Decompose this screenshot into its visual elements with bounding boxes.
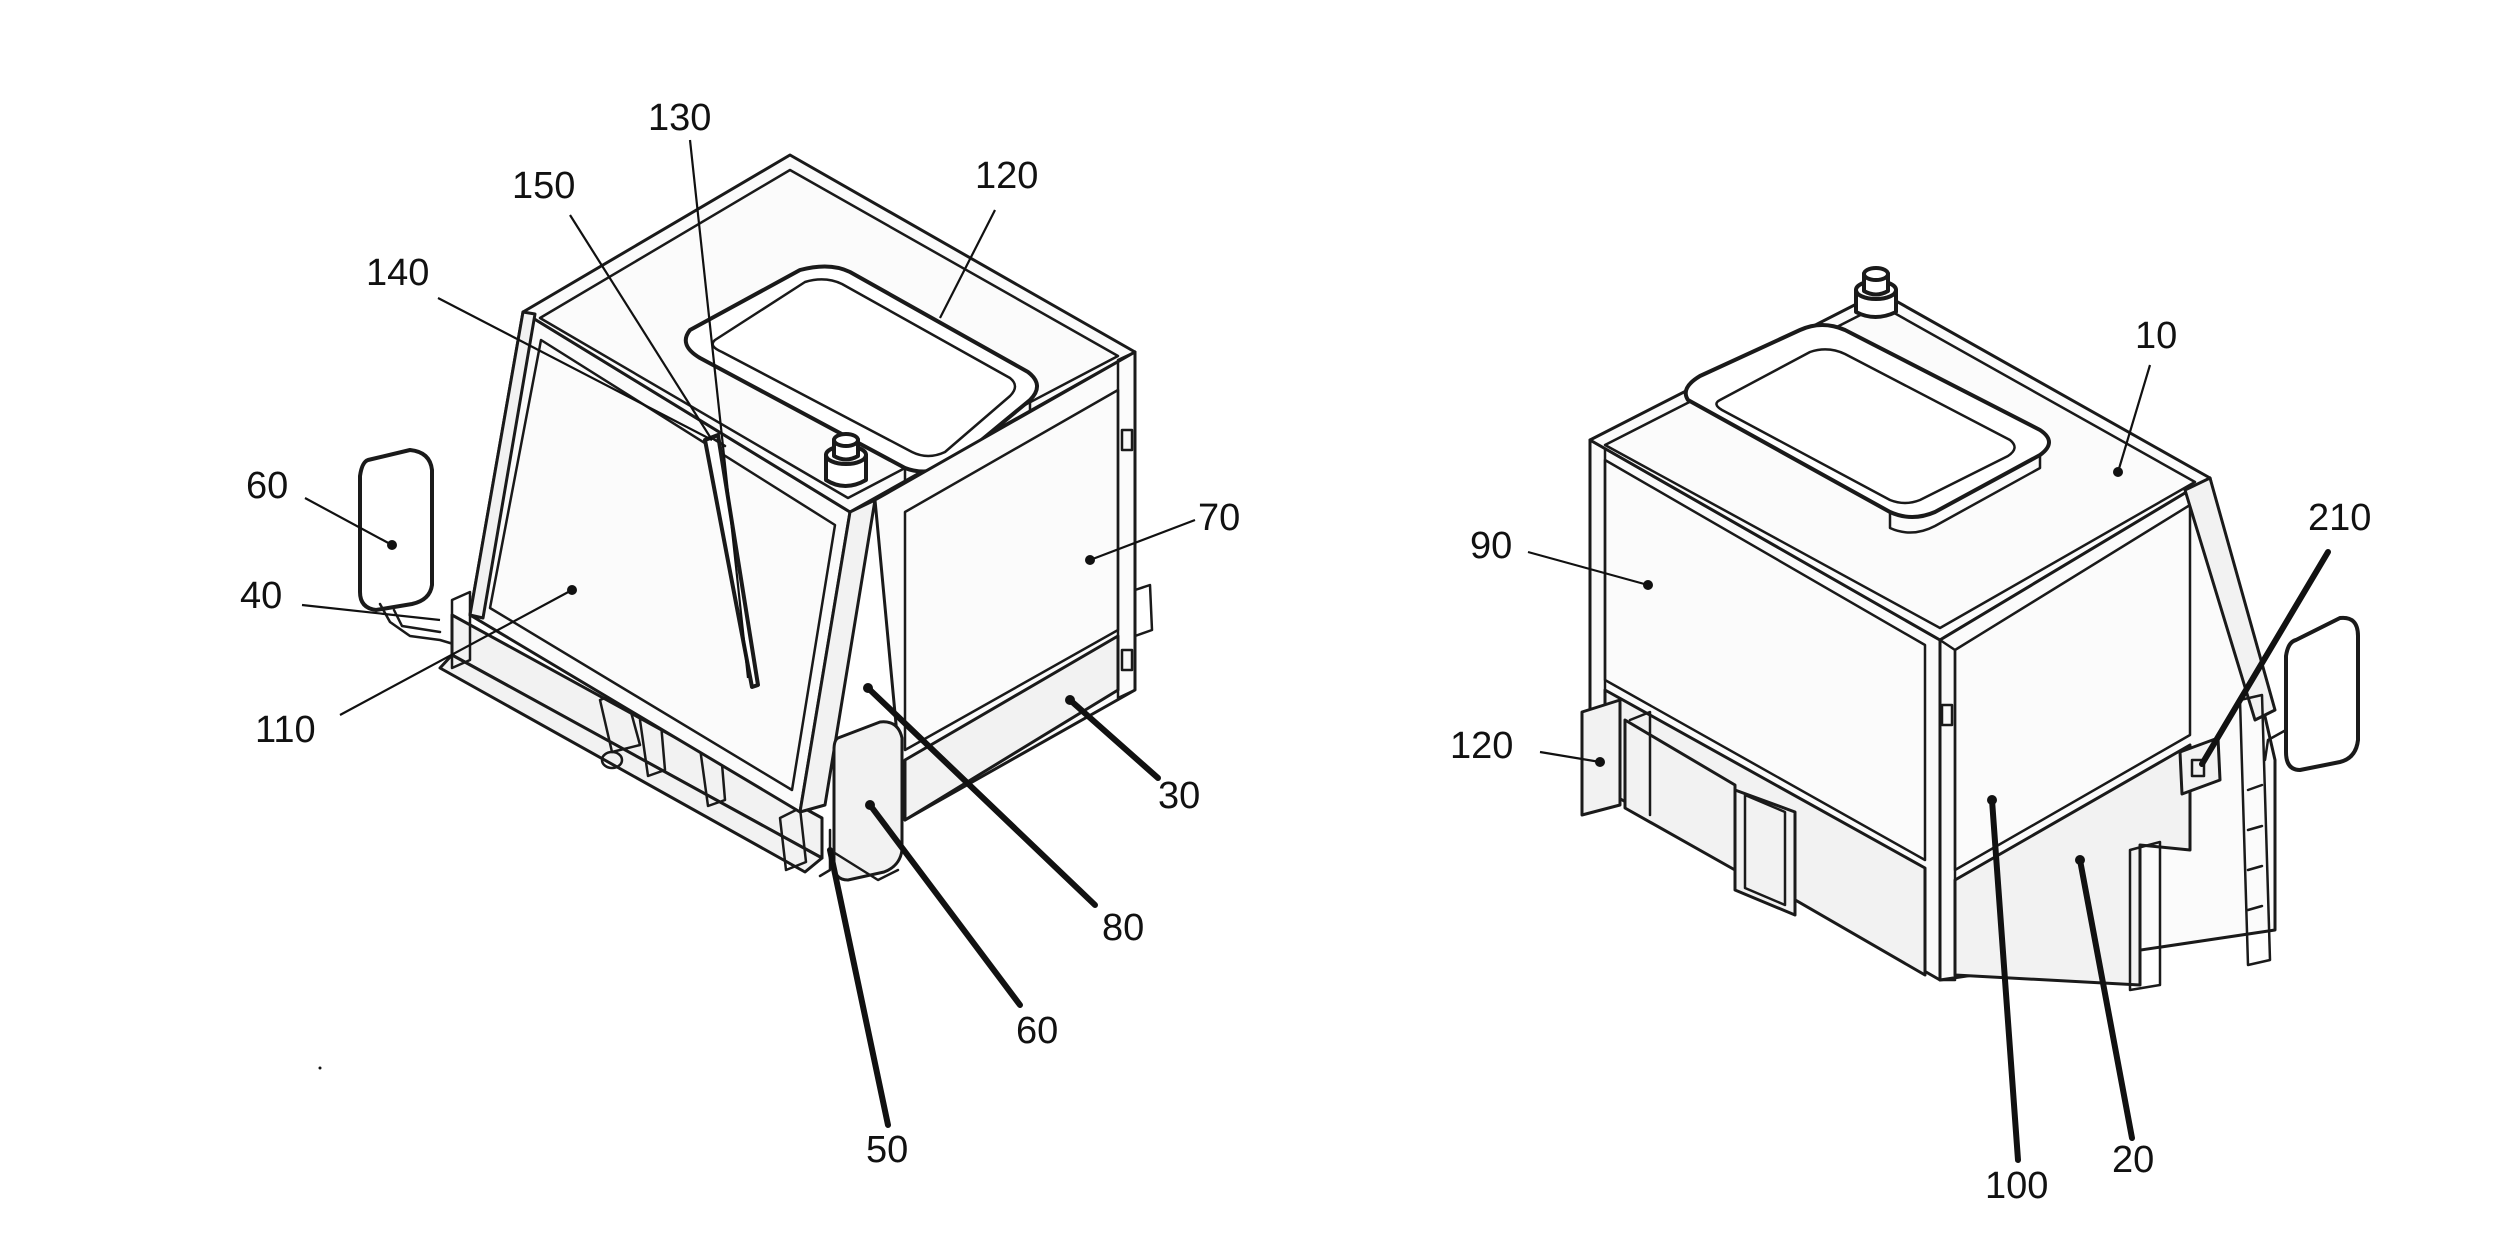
- reference-numerals: 130 150 120 140 60 70 40 110 30 80 60 50…: [240, 97, 2371, 1207]
- left-cab-view: [358, 153, 1154, 882]
- front-pillars: [468, 310, 877, 814]
- ref-30: 30: [1158, 775, 1200, 817]
- ref-50: 50: [866, 1129, 908, 1171]
- ref-60-upper: 60: [246, 465, 288, 507]
- right-cab-view: [1580, 266, 2360, 992]
- ref-90: 90: [1470, 525, 1512, 567]
- ref-40: 40: [240, 575, 282, 617]
- ref-130: 130: [648, 97, 711, 139]
- ref-210: 210: [2308, 497, 2371, 539]
- rear-right-mirror: [2263, 615, 2360, 772]
- ref-140: 140: [366, 252, 429, 294]
- rear-right-pillar: [2183, 476, 2277, 967]
- reference-dots: [387, 467, 2123, 865]
- ref-110: 110: [255, 709, 316, 751]
- ref-20: 20: [2112, 1139, 2154, 1181]
- ref-70: 70: [1198, 497, 1240, 539]
- rear-panel: [1938, 476, 2277, 992]
- leader-lines: [301, 139, 2331, 1163]
- beacon-light: [824, 432, 868, 488]
- ref-150: 150: [512, 165, 575, 207]
- front-bumper-beam: [438, 590, 824, 874]
- stray-mark: [318, 1066, 322, 1070]
- left-side-mirror: [358, 448, 462, 648]
- ref-100: 100: [1985, 1165, 2048, 1207]
- ref-10: 10: [2135, 315, 2177, 357]
- ref-60-lower: 60: [1016, 1010, 1058, 1052]
- ref-120-left: 120: [975, 155, 1038, 197]
- rear-roof-hatch: [1683, 323, 2051, 534]
- ref-80: 80: [1102, 907, 1144, 949]
- rear-beacon-light: [1854, 266, 1898, 319]
- ref-120-right: 120: [1450, 725, 1513, 767]
